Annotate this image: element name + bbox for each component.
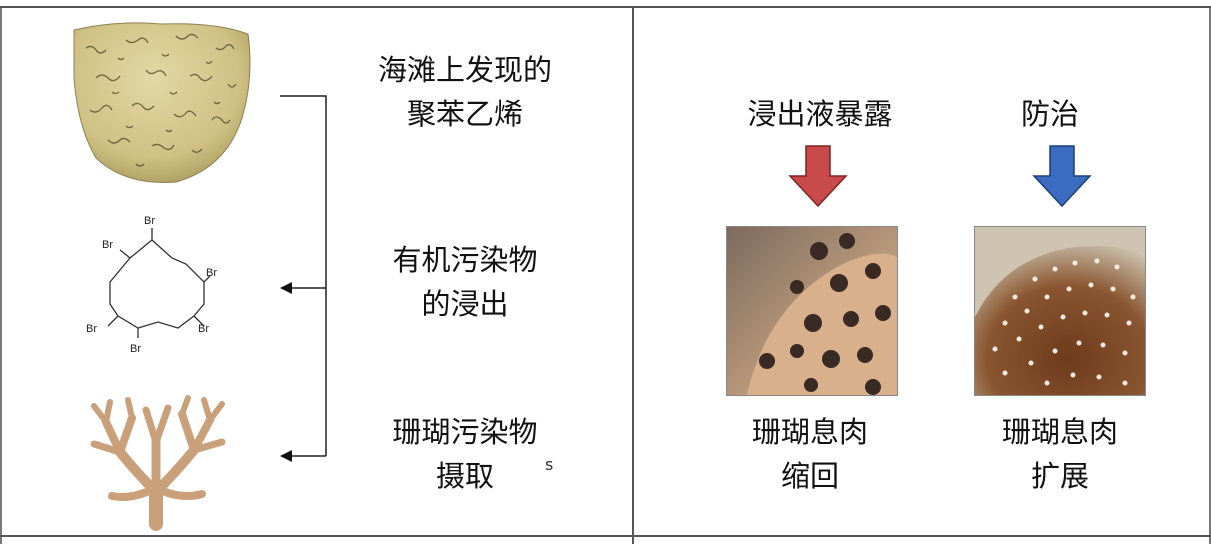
label-leaching-line1: 有机污染物: [392, 243, 538, 277]
label-uptake-line2: 摄取: [435, 459, 494, 493]
result-extended-line2: 扩展: [1030, 459, 1089, 493]
molecule-label: Br: [144, 215, 155, 227]
label-leaching-line2: 的浸出: [421, 287, 509, 321]
label-uptake: 珊瑚污染物 摄取: [340, 410, 590, 498]
down-arrow-blue-icon: [1032, 145, 1092, 208]
bottom-border: [0, 535, 1211, 537]
down-arrow-red-icon: [788, 145, 848, 208]
left-panel: [0, 6, 632, 544]
molecule-label: Br: [198, 323, 209, 335]
hbcd-molecule-diagram: Br Br Br Br Br Br: [86, 215, 217, 355]
extended-polyps-photo: [974, 226, 1146, 396]
retracted-polyps-photo: [726, 226, 898, 396]
result-retracted-line2: 缩回: [780, 459, 839, 493]
result-extended: 珊瑚息肉 扩展: [960, 410, 1160, 498]
title-leachate-exposure: 浸出液暴露: [747, 97, 893, 131]
molecule-label: Br: [206, 267, 217, 279]
flow-bracket: [280, 95, 327, 462]
result-retracted: 珊瑚息肉 缩回: [710, 410, 910, 498]
arrow-left-icon: [280, 450, 292, 462]
molecule-label: Br: [102, 239, 113, 251]
label-polystyrene-line2: 聚苯乙烯: [406, 97, 523, 131]
label-leaching: 有机污染物 的浸出: [340, 238, 590, 326]
label-polystyrene-line1: 海滩上发现的: [377, 53, 552, 87]
arrow-left-icon: [280, 282, 292, 294]
right-panel: [632, 6, 1211, 544]
label-uptake-line1: 珊瑚污染物: [392, 415, 538, 449]
result-retracted-line1: 珊瑚息肉: [751, 415, 868, 449]
polystyrene-foam-image: [73, 22, 251, 183]
title-control: 防治: [1020, 97, 1079, 131]
molecule-label: Br: [86, 323, 97, 335]
stray-mark: s: [545, 455, 554, 474]
result-extended-line1: 珊瑚息肉: [1001, 415, 1118, 449]
molecule-label: Br: [130, 343, 141, 355]
coral-illustration: [90, 395, 226, 531]
label-polystyrene: 海滩上发现的 聚苯乙烯: [340, 48, 590, 136]
